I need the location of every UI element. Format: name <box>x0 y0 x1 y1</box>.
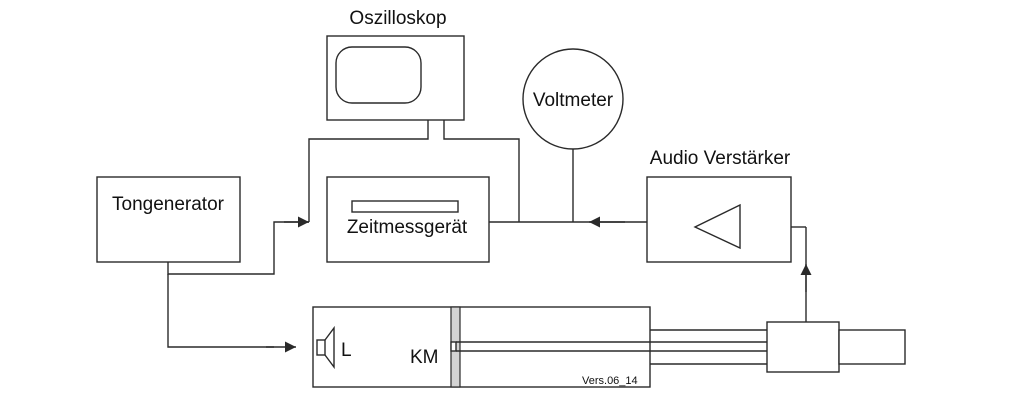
audio-amplifier: Audio Verstärker <box>646 148 792 263</box>
oscilloscope-cable-right <box>443 120 520 222</box>
timer-label: Zeitmessgerät <box>347 217 468 238</box>
oscilloscope-label: Oszilloskop <box>349 8 446 29</box>
voltmeter: Voltmeter <box>522 48 624 150</box>
tube-apparatus: L KM Vers.06_14 <box>312 306 906 388</box>
amplifier-label: Audio Verstärker <box>650 148 791 169</box>
oscilloscope: Oszilloskop <box>326 8 465 121</box>
timer-display <box>351 200 459 213</box>
microphone-label: KM <box>410 347 439 368</box>
tube <box>312 306 651 388</box>
timer-box <box>326 176 490 263</box>
holder <box>838 329 906 365</box>
speaker-label: L <box>341 340 352 361</box>
slider-block[interactable] <box>766 321 840 373</box>
tone-generator-label: Tongenerator <box>112 194 225 215</box>
guide-rails <box>650 329 767 365</box>
tone-generator-box <box>96 176 241 263</box>
version-label: Vers.06_14 <box>582 375 638 387</box>
wiring <box>167 120 812 353</box>
speaker-body <box>316 339 326 356</box>
tone-generator: Tongenerator <box>96 176 241 263</box>
voltmeter-label: Voltmeter <box>533 90 614 111</box>
oscilloscope-screen <box>335 46 422 104</box>
amplifier-box <box>646 176 792 263</box>
speaker-icon <box>324 325 335 370</box>
microphone-tip <box>450 341 457 352</box>
amplifier-symbol-icon <box>693 203 741 250</box>
speaker-cable <box>167 274 274 348</box>
microphone-rod <box>456 341 767 352</box>
oscilloscope-cable-left <box>308 120 429 222</box>
timer: Zeitmessgerät <box>326 176 490 263</box>
